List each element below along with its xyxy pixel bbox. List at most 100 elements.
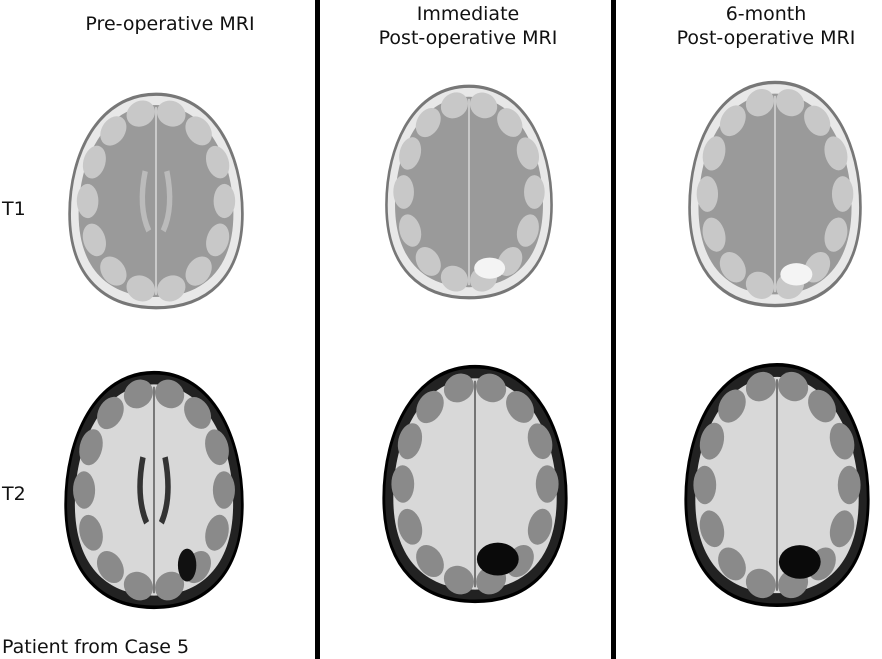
gyrus <box>443 373 474 403</box>
lesion <box>476 542 519 576</box>
gyrus <box>837 465 861 505</box>
gyrus <box>829 422 855 460</box>
column-header-6month: 6-month Post-operative MRI <box>616 2 882 50</box>
gyrus <box>100 116 127 146</box>
gyrus <box>702 136 726 171</box>
gyrus <box>397 423 423 460</box>
gyrus <box>516 214 539 247</box>
gyrus <box>699 510 725 548</box>
gyrus <box>206 223 230 257</box>
gyrus <box>719 252 746 283</box>
gyrus <box>745 271 775 299</box>
gyrus <box>185 116 212 146</box>
header-line: Immediate <box>416 3 520 25</box>
gyrus <box>399 214 422 247</box>
gyrus <box>415 107 441 138</box>
gyrus <box>156 100 186 127</box>
gyrus <box>184 397 212 429</box>
header-line: Post-operative MRI <box>676 27 856 49</box>
gyrus <box>829 510 855 548</box>
mri-slice-t1 <box>66 90 246 312</box>
gyrus <box>775 89 805 117</box>
lesion <box>778 545 821 579</box>
gyrus <box>702 217 726 252</box>
gyrus <box>212 471 235 509</box>
ventricles <box>137 456 171 525</box>
gyrus <box>415 247 441 276</box>
column-divider <box>315 0 320 659</box>
gyrus <box>100 256 127 286</box>
lesion <box>177 548 197 582</box>
gyrus <box>205 145 230 179</box>
gyrus <box>416 545 444 578</box>
gyrus <box>497 108 523 137</box>
gyrus <box>123 379 153 409</box>
gyrus <box>475 373 507 403</box>
gyrus <box>443 565 474 595</box>
column-header-preop: Pre-operative MRI <box>20 12 320 36</box>
gyrus <box>76 183 99 219</box>
gyrus <box>397 508 423 545</box>
gyrus <box>79 429 103 466</box>
gyrus <box>506 391 534 423</box>
row-label-t1: T1 <box>2 198 26 220</box>
gyrus <box>154 379 185 409</box>
gyrus <box>205 429 229 466</box>
gyrus <box>524 175 545 209</box>
gyrus <box>126 275 156 302</box>
gyrus <box>804 105 831 136</box>
gyrus <box>777 371 809 402</box>
header-line: Pre-operative MRI <box>85 13 255 35</box>
gyrus <box>440 265 469 292</box>
gyrus <box>213 183 236 219</box>
gyrus <box>469 92 498 119</box>
header-line: Post-operative MRI <box>378 27 558 49</box>
figure-caption: Patient from Case 5 <box>2 636 190 658</box>
gyrus <box>156 275 186 302</box>
gyrus <box>126 100 155 127</box>
mri-slice-t1 <box>686 78 864 310</box>
gyrus <box>718 389 746 423</box>
gyrus <box>718 547 746 581</box>
gyrus <box>745 568 776 599</box>
gyrus <box>155 571 185 601</box>
gyrus <box>123 571 154 601</box>
gyrus <box>79 514 103 551</box>
header-line: 6-month <box>725 3 807 25</box>
gyrus <box>205 514 229 551</box>
gyrus <box>831 176 854 212</box>
gyrus <box>696 176 719 212</box>
gyrus <box>393 175 414 209</box>
gyrus <box>527 508 553 545</box>
gyrus <box>824 136 848 171</box>
gyrus <box>745 88 775 117</box>
gyrus <box>97 396 124 430</box>
gyrus <box>82 223 106 257</box>
gyrus <box>82 145 106 179</box>
gyrus <box>440 92 469 119</box>
gyrus <box>416 390 444 424</box>
gyrus <box>535 465 559 503</box>
gyrus <box>808 389 836 423</box>
gyrus <box>516 137 540 170</box>
row-label-t2: T2 <box>2 483 26 505</box>
gyrus <box>699 422 725 460</box>
mri-slice-t2 <box>380 362 570 606</box>
gyrus <box>527 423 553 460</box>
gyrus <box>824 217 848 252</box>
column-header-immediate: Immediate Post-operative MRI <box>318 2 618 50</box>
gyrus <box>693 465 717 505</box>
gyrus <box>719 105 746 137</box>
mri-slice-t2 <box>682 360 872 610</box>
mri-slice-t2 <box>62 368 246 612</box>
column-divider <box>611 0 616 659</box>
gyrus <box>73 471 96 509</box>
gyrus <box>745 371 776 402</box>
gyrus <box>399 137 422 170</box>
ventricles <box>139 170 173 233</box>
lesion <box>780 263 813 286</box>
mri-slice-t1 <box>383 82 555 302</box>
gyrus <box>96 551 124 584</box>
gyrus <box>185 256 212 286</box>
